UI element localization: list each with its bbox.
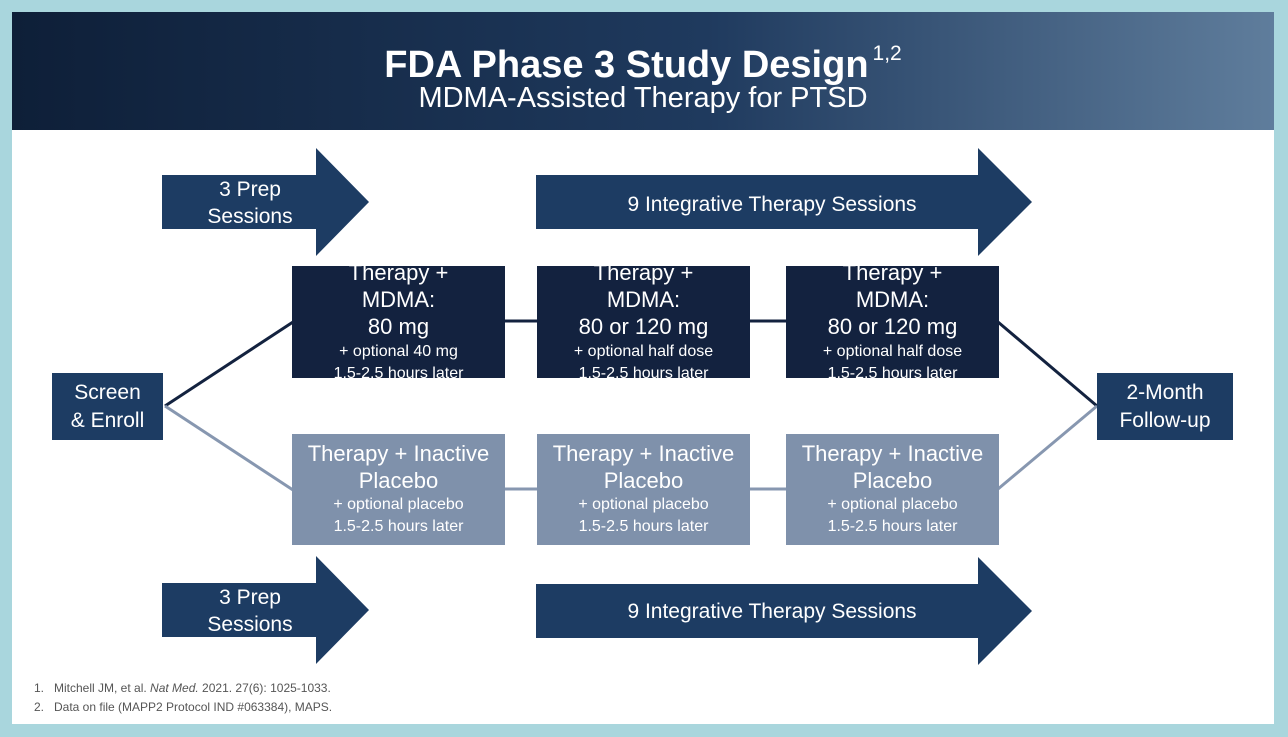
session-line2: Placebo [852, 468, 933, 493]
connector-screen-active [164, 320, 294, 408]
active-session-2: Therapy + MDMA: 80 or 120 mg + optional … [537, 266, 750, 378]
session-optional: + optional half dose [822, 343, 963, 360]
session-optional: + optional placebo [578, 496, 709, 513]
footnote-text-end: 2021. 27(6): 1025-1033. [198, 681, 331, 695]
session-timing: 1.5-2.5 hours later [578, 518, 709, 535]
footnote-number: 1. [34, 681, 45, 695]
session-optional: + optional placebo [333, 496, 464, 513]
session-line1: Therapy + [348, 266, 449, 285]
session-timing: 1.5-2.5 hours later [333, 518, 464, 535]
footnote-text: Mitchell JM, et al. [54, 681, 151, 695]
session-line1: Therapy + [842, 266, 943, 285]
followup-box: 2-Month Follow-up [1097, 373, 1233, 440]
bottom-integrative-arrow [536, 557, 1032, 665]
session-timing: 1.5-2.5 hours later [578, 365, 709, 378]
session-timing: 1.5-2.5 hours later [333, 365, 464, 378]
placebo-session-1: Therapy + Inactive Placebo + optional pl… [292, 434, 505, 545]
session-line1: Therapy + Inactive [307, 441, 490, 466]
top-prep-arrow [162, 148, 369, 256]
top-prep-label: 3 Prep Sessions [174, 176, 326, 230]
session-line2: Placebo [358, 468, 439, 493]
footnotes: 1. Mitchell JM, et al. Nat Med. 2021. 27(… [34, 679, 332, 717]
top-prep-label-line1: 3 Prep [219, 178, 281, 201]
page-title: FDA Phase 3 Study Design [384, 44, 869, 86]
session-line1: Therapy + Inactive [801, 441, 984, 466]
session-timing: 1.5-2.5 hours later [827, 365, 958, 378]
session-line1: Therapy + Inactive [552, 441, 735, 466]
bottom-prep-label: 3 Prep Sessions [174, 584, 326, 638]
screen-enroll-box: Screen & Enroll [52, 373, 163, 440]
bottom-prep-label-line1: 3 Prep [219, 586, 281, 609]
bottom-prep-arrow [162, 556, 369, 664]
session-optional: + optional placebo [827, 496, 958, 513]
top-prep-label-line2: Sessions [207, 205, 293, 228]
session-line2: Placebo [603, 468, 684, 493]
session-optional: + optional half dose [573, 343, 714, 360]
top-integrative-label: 9 Integrative Therapy Sessions [627, 193, 917, 216]
session-optional: + optional 40 mg [339, 343, 458, 360]
session-line2: MDMA: [361, 287, 436, 312]
footnote-number: 2. [34, 700, 45, 714]
active-session-1: Therapy + MDMA: 80 mg + optional 40 mg 1… [292, 266, 505, 378]
flow-graphics [162, 148, 1098, 665]
page-subtitle: MDMA-Assisted Therapy for PTSD [418, 82, 868, 114]
bottom-integrative-label: 9 Integrative Therapy Sessions [627, 600, 917, 623]
connector-active-followup [997, 320, 1098, 408]
top-integrative-arrow [536, 148, 1032, 256]
session-line2: MDMA: [855, 287, 930, 312]
bottom-prep-label-line2: Sessions [207, 613, 293, 636]
followup-line1: 2-Month [1126, 381, 1204, 404]
session-dose: 80 mg [367, 314, 430, 339]
screen-enroll-line2: & Enroll [70, 409, 145, 432]
session-line2: MDMA: [606, 287, 681, 312]
active-session-3: Therapy + MDMA: 80 or 120 mg + optional … [786, 266, 999, 378]
session-dose: 80 or 120 mg [827, 314, 958, 339]
connector-screen-placebo [164, 404, 294, 492]
connector-placebo-followup [997, 404, 1098, 491]
followup-line2: Follow-up [1119, 409, 1211, 432]
footnote-journal: Nat Med. [150, 681, 199, 695]
footnote-2: 2. Data on file (MAPP2 Protocol IND #0633… [34, 698, 332, 717]
session-dose: 80 or 120 mg [578, 314, 709, 339]
footnote-1: 1. Mitchell JM, et al. Nat Med. 2021. 27(… [34, 679, 332, 698]
session-line1: Therapy + [593, 266, 694, 285]
placebo-session-3: Therapy + Inactive Placebo + optional pl… [786, 434, 999, 545]
footnote-text: Data on file (MAPP2 Protocol IND #063384… [54, 700, 333, 714]
placebo-session-2: Therapy + Inactive Placebo + optional pl… [537, 434, 750, 545]
session-timing: 1.5-2.5 hours later [827, 518, 958, 535]
title-superscript: 1,2 [872, 42, 902, 65]
screen-enroll-line1: Screen [74, 381, 141, 404]
